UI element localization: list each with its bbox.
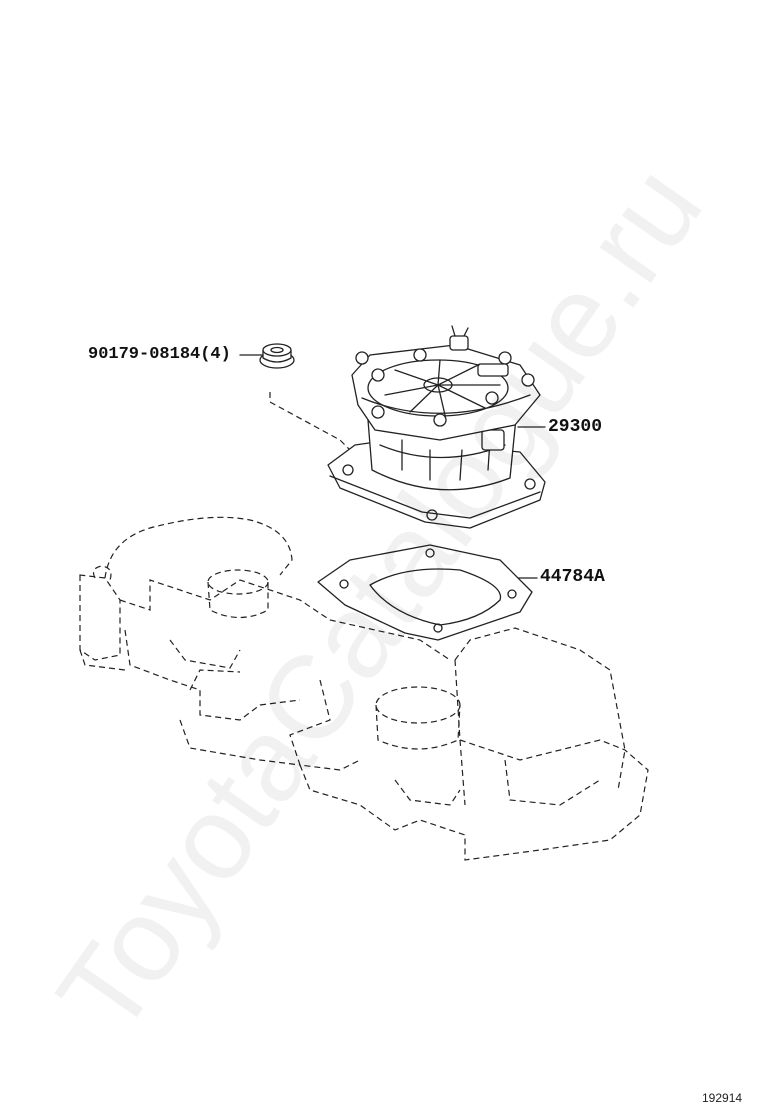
- bolt-part: [259, 343, 295, 369]
- figure-reference-number: 192914: [702, 1091, 743, 1105]
- vacuum-pump-part: [327, 325, 546, 529]
- callout-vacuum-pump: 29300: [548, 417, 603, 437]
- gasket-part: [317, 544, 533, 641]
- callout-gasket: 44784A: [540, 567, 605, 587]
- engine-head-outline: [79, 516, 649, 861]
- callout-bolt: 90179-08184(4): [88, 345, 231, 364]
